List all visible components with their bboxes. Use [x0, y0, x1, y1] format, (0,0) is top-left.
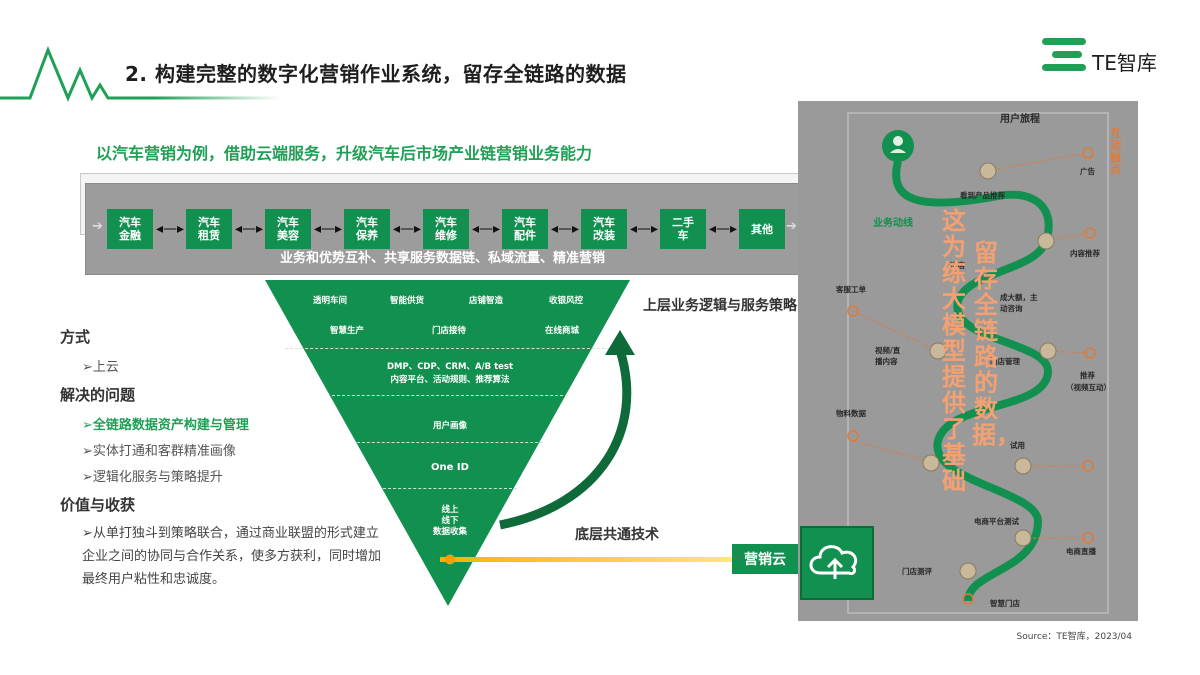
chain-item-modification: 汽车 改装 [581, 209, 627, 249]
journey-node-label: 试用 [1010, 441, 1025, 450]
chain-item-maintenance: 汽车 保养 [344, 209, 390, 249]
chain-left-arrow-icon: ➔ [92, 219, 103, 234]
funnel-label: 在线商城 [545, 326, 580, 336]
journey-node-label: 客服工单 [836, 285, 866, 294]
value-title: 价值与收获 [60, 496, 136, 514]
section-subtitle: 以汽车营销为例，借助云端服务，升级汽车后市场产业链营销业务能力 [96, 144, 593, 163]
data-flow-line [440, 554, 736, 565]
journey-node-label: 成大额，主动咨询 [1000, 293, 1038, 313]
method-item: ➢上云 [82, 360, 119, 375]
chain-item-beauty: 汽车 美容 [265, 209, 311, 249]
funnel-divider [383, 488, 517, 489]
funnel-label: 内容平台、活动规则、推荐算法 [390, 375, 510, 385]
user-journey-diagram [847, 112, 1109, 614]
funnel-label: 智慧生产 [330, 326, 365, 336]
chain-item-other: 其他 [739, 209, 785, 249]
chain-right-arrow-icon: ➔ [786, 219, 797, 234]
chain-item-parts: 汽车 配件 [502, 209, 548, 249]
journey-node-label: 内容推荐 [1070, 249, 1100, 258]
funnel-divider [357, 442, 543, 443]
problem-item: ➢逻辑化服务与策略提升 [82, 470, 223, 485]
double-arrow-icon: ◂—▸ [472, 221, 501, 237]
problem-item: ➢实体打通和客群精准画像 [82, 444, 236, 459]
journey-node-label: 电商平台测试 [974, 517, 1019, 526]
upward-curve-arrow-icon [499, 330, 635, 530]
double-arrow-icon: ◂—▸ [630, 221, 659, 237]
journey-node-label: 推荐 [1080, 371, 1095, 380]
double-arrow-icon: ◂—▸ [709, 221, 738, 237]
brand-name: TE智库 [1092, 51, 1157, 75]
journey-node-label: 门店管理 [990, 357, 1020, 366]
problem-item: ➢全链路数据资产构建与管理 [82, 418, 249, 433]
chain-caption: 业务和优势互补、共享服务数据链、私域流量、精准营销 [279, 251, 605, 266]
double-arrow-icon: ◂—▸ [393, 221, 422, 237]
value-paragraph: ➢从单打独斗到策略联合，通过商业联盟的形式建立企业之间的协同与合作关系，使多方获… [82, 526, 382, 587]
chain-item-finance: 汽车 金融 [107, 209, 153, 249]
double-arrow-icon: ◂—▸ [551, 221, 580, 237]
chain-item-rental: 汽车 租赁 [186, 209, 232, 249]
chain-item-used-car: 二手 车 [660, 209, 706, 249]
funnel-label: One ID [431, 462, 469, 473]
double-arrow-icon: ◂—▸ [235, 221, 264, 237]
journey-node-label: 看到产品推荐 [960, 191, 1005, 200]
funnel-label: 店铺智造 [469, 296, 504, 306]
overlay-text-col2: 留存全链路的数据， [972, 239, 1020, 449]
funnel-divider [285, 348, 615, 349]
journey-node-label: 电商直播 [1066, 547, 1096, 556]
chain-item-repair: 汽车 维修 [423, 209, 469, 249]
journey-node-label: 进店 [950, 261, 965, 270]
funnel-label: DMP、CDP、CRM、A/B test [386, 362, 514, 372]
cloud-shape-icon [809, 545, 858, 579]
double-arrow-icon: ◂—▸ [156, 221, 185, 237]
funnel-label: 透明车间 [313, 296, 348, 306]
funnel-divider [332, 395, 568, 396]
journey-node-label: 门店测评 [902, 567, 932, 576]
funnel-label: 智能供货 [390, 296, 425, 306]
problem-title: 解决的问题 [60, 386, 136, 404]
overlay-text-col1: 这为练大模型提供了基础 [942, 207, 966, 495]
journey-node-label: 视频/直播内容 [875, 346, 901, 366]
annotation-upper-logic: 上层业务逻辑与服务策略 [643, 298, 797, 314]
te-logo-icon [1042, 38, 1086, 71]
source-note: Source：TE智库，2023/04 [1016, 632, 1132, 642]
double-arrow-icon: ◂—▸ [314, 221, 343, 237]
data-funnel [265, 280, 630, 606]
page-title: 2. 构建完整的数字化营销作业系统，留存全链路的数据 [125, 62, 627, 86]
marketing-cloud-label: 营销云 [732, 544, 798, 574]
panel-touch-title: 互动触点 [1110, 127, 1121, 176]
funnel-label: 门店接待 [432, 326, 467, 336]
method-title: 方式 [60, 328, 91, 346]
journey-node-label: （视频互动） [1066, 383, 1111, 392]
annotation-lower-tech: 底层共通技术 [575, 527, 659, 543]
panel-journey-title: 用户旅程 [1000, 114, 1040, 125]
journey-node-label: 智慧门店 [990, 599, 1020, 608]
panel-business-line: 业务动线 [873, 218, 913, 229]
journey-node-label: 物料数据 [836, 409, 866, 418]
journey-node-label: 广告 [1080, 167, 1095, 176]
funnel-label: 用户画像 [432, 421, 467, 431]
header-pulse-line [0, 45, 280, 102]
funnel-label: 线上 线下 数据收集 [432, 505, 467, 537]
funnel-label: 收银风控 [549, 296, 584, 306]
